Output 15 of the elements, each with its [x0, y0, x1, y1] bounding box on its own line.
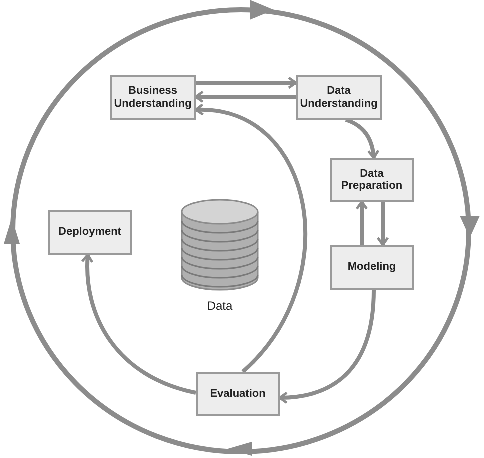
arrow [82, 254, 196, 395]
process-box: Data Understanding [296, 75, 382, 120]
arrow [345, 118, 380, 160]
arrow [356, 200, 368, 245]
arrow [376, 202, 390, 246]
arrow [194, 90, 296, 104]
process-box: Evaluation [196, 372, 280, 416]
process-box: Modeling [330, 245, 414, 290]
process-box: Data Preparation [330, 158, 414, 202]
node-label: Data [206, 299, 234, 313]
process-box: Deployment [48, 210, 132, 255]
process-box: Business Understanding [110, 75, 196, 120]
arrow [196, 76, 298, 90]
arrow [194, 104, 308, 374]
arrow [278, 290, 376, 404]
